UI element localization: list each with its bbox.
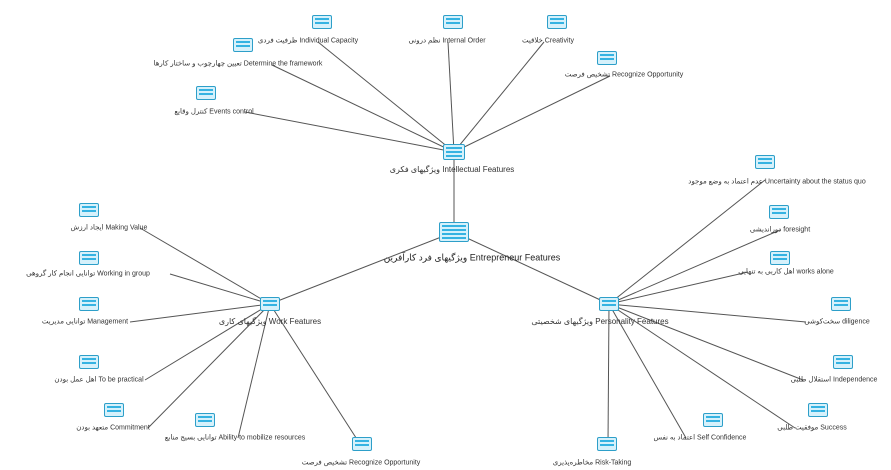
edge-branch-2-child-3 <box>608 303 807 323</box>
branch-0-child-1-node-icon[interactable] <box>443 15 463 29</box>
branch-2-child-1-label: دوراندیشی foresight <box>749 226 811 234</box>
branch-1-child-6-node-icon[interactable] <box>352 437 372 451</box>
branch-1-child-0-node-icon[interactable] <box>79 203 99 217</box>
branch-1-label: ویژگیهای کاری Work Features <box>218 317 322 326</box>
edge-branch-0-child-0 <box>317 41 455 153</box>
edge-branch-2-child-1 <box>608 229 781 305</box>
branch-1-child-1-node-icon[interactable] <box>79 251 99 265</box>
branch-0-child-2-node-icon[interactable] <box>547 15 567 29</box>
branch-0-child-5-label: کنترل وقایع Events control <box>174 108 254 116</box>
edge-branch-1-child-2 <box>129 303 271 323</box>
branch-1-child-0-label: ایجاد ارزش Making Value <box>70 224 148 232</box>
branch-1-child-1-label: توانایی انجام کار گروهی Working in group <box>26 270 150 278</box>
branch-1-child-5-label: توانایی بسیج منابع Ability to mobilize r… <box>164 434 306 442</box>
branch-1-child-2-node-icon[interactable] <box>79 297 99 311</box>
branch-2-child-7-label: مخاطره‌پذیری Risk-Taking <box>552 459 632 467</box>
edge-branch-1-child-5 <box>237 303 271 439</box>
branch-1-child-6-label: تشخیص فرصت Recognize Opportunity <box>301 459 421 467</box>
edge-branch-0-child-3 <box>271 64 455 153</box>
edge-branch-1-child-6 <box>269 303 361 445</box>
branch-1-node-icon[interactable] <box>260 297 280 311</box>
branch-0-child-0-label: ظرفیت فردی Individual Capacity <box>257 37 359 45</box>
branch-2-label: ویژگیهای شخصیتی Personality Features <box>531 317 669 326</box>
branch-1-child-5-node-icon[interactable] <box>195 413 215 427</box>
branch-0-child-4-node-icon[interactable] <box>597 51 617 65</box>
branch-0-child-3-label: تعیین چهارچوب و ساختار کارها Determine t… <box>153 60 323 68</box>
branch-2-child-6-node-icon[interactable] <box>703 413 723 427</box>
branch-2-node-icon[interactable] <box>599 297 619 311</box>
branch-2-child-5-node-icon[interactable] <box>808 403 828 417</box>
branch-2-child-5-label: موفقیت طلبی Success <box>777 424 847 432</box>
edge-branch-1-child-0 <box>139 227 271 305</box>
branch-2-child-3-node-icon[interactable] <box>831 297 851 311</box>
branch-2-child-1-node-icon[interactable] <box>769 205 789 219</box>
edge-branch-2-child-0 <box>608 179 766 305</box>
branch-2-child-6-label: اعتماد به نفس Self Confidence <box>653 434 747 442</box>
branch-1-child-2-label: توانایی مدیریت Management <box>41 318 129 326</box>
edge-branch-0-child-1 <box>447 41 455 153</box>
edge-branch-0-child-5 <box>244 111 455 153</box>
edge-branch-1-child-1 <box>169 273 271 305</box>
branch-0-child-4-label: تشخیص فرصت Recognize Opportunity <box>564 71 684 79</box>
branch-1-child-3-node-icon[interactable] <box>79 355 99 369</box>
branch-0-child-5-node-icon[interactable] <box>196 86 216 100</box>
edge-branch-1-child-4 <box>147 303 271 429</box>
branch-2-child-2-node-icon[interactable] <box>770 251 790 265</box>
edge-branch-0-child-4 <box>453 75 611 153</box>
edge-root-branch-2 <box>453 231 610 305</box>
branch-0-node-icon[interactable] <box>443 144 465 160</box>
branch-0-child-2-label: خلاقیت Creativity <box>522 37 574 45</box>
edge-branch-0-child-2 <box>453 41 545 153</box>
branch-2-child-7-node-icon[interactable] <box>597 437 617 451</box>
branch-1-child-4-node-icon[interactable] <box>104 403 124 417</box>
edge-branch-2-child-4 <box>608 303 804 381</box>
branch-2-child-0-label: عدم اعتماد به وضع موجود Uncertainty abou… <box>688 178 866 186</box>
edge-branch-2-child-2 <box>608 271 749 305</box>
root-node-icon[interactable] <box>439 222 469 242</box>
edge-branch-1-child-3 <box>144 303 271 381</box>
branch-0-child-1-label: نظم درونی Internal Order <box>408 37 486 45</box>
branch-0-child-0-node-icon[interactable] <box>312 15 332 29</box>
branch-1-child-3-label: اهل عمل بودن To be practical <box>54 376 144 384</box>
edge-branch-2-child-6 <box>608 303 687 439</box>
branch-2-child-4-label: استقلال طلبی Independence <box>790 376 878 384</box>
branch-2-child-4-node-icon[interactable] <box>833 355 853 369</box>
branch-1-child-4-label: متعهد بودن Commitment <box>76 424 150 432</box>
edge-branch-2-child-7 <box>607 303 610 445</box>
branch-2-child-3-label: سخت‌کوشی diligence <box>804 318 870 326</box>
branch-0-child-3-node-icon[interactable] <box>233 38 253 52</box>
root-node-label: ویژگیهای فرد کارآفرین Entrepreneur Featu… <box>383 252 561 263</box>
branch-2-child-0-node-icon[interactable] <box>755 155 775 169</box>
branch-2-child-2-label: اهل کاربی به تنهایی works alone <box>738 268 834 276</box>
branch-0-label: ویژگیهای فکری Intellectual Features <box>389 165 515 174</box>
edge-branch-2-child-5 <box>608 303 796 429</box>
edge-root-branch-1 <box>269 231 455 305</box>
